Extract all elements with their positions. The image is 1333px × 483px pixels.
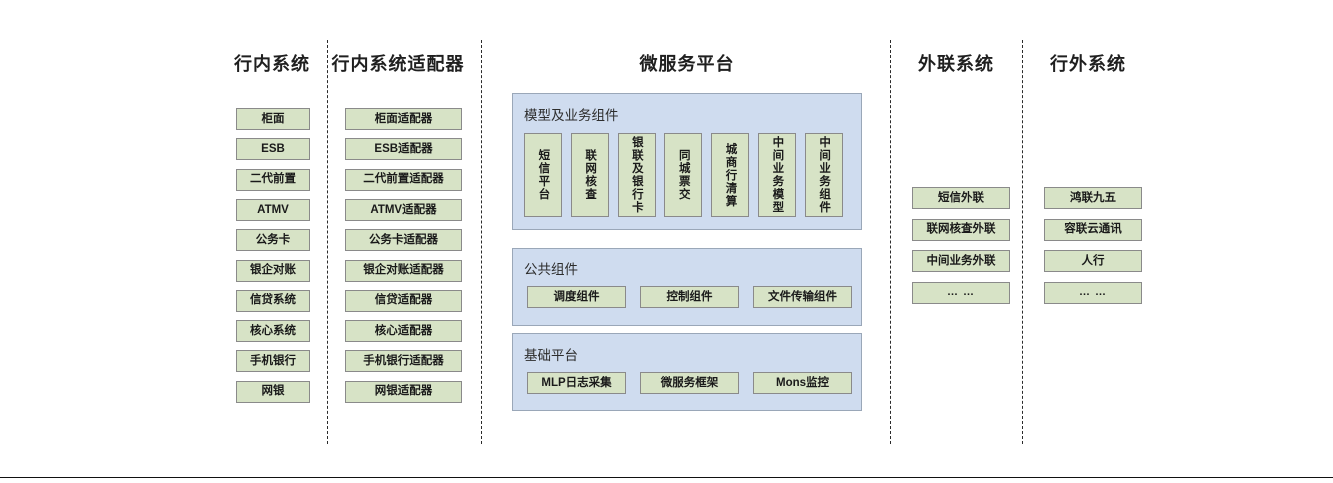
node-intra-bank-adapters-4[interactable]: 公务卡适配器 — [345, 229, 462, 252]
divider-2 — [481, 40, 482, 444]
divider-1 — [327, 40, 328, 444]
node-external-link-systems-2[interactable]: 中间业务外联 — [912, 250, 1010, 272]
node-model-business-components-0[interactable]: 短信平台 — [524, 133, 562, 217]
node-intra-bank-adapters-6[interactable]: 信贷适配器 — [345, 289, 462, 312]
bottom-rule — [0, 477, 1333, 478]
node-public-components-0[interactable]: 调度组件 — [527, 286, 626, 308]
node-intra-bank-adapters-3[interactable]: ATMV适配器 — [345, 198, 462, 221]
column-title-microservice-platform: 微服务平台 — [639, 54, 735, 74]
node-intra-bank-systems-1[interactable]: ESB — [236, 138, 310, 161]
node-base-platform-0[interactable]: MLP日志采集 — [527, 372, 626, 394]
node-off-bank-systems-3[interactable]: … … — [1044, 281, 1142, 304]
node-intra-bank-systems-6[interactable]: 信贷系统 — [236, 289, 310, 312]
node-model-business-components-3[interactable]: 同城票交 — [664, 133, 703, 217]
node-off-bank-systems-2[interactable]: 人行 — [1044, 250, 1142, 272]
node-off-bank-systems-0[interactable]: 鸿联九五 — [1044, 187, 1142, 209]
node-external-link-systems-1[interactable]: 联网核查外联 — [912, 218, 1010, 241]
panel-label-base-platform: 基础平台 — [524, 348, 578, 363]
node-external-link-systems-0[interactable]: 短信外联 — [912, 187, 1010, 209]
column-title-intra-bank-adapters: 行内系统适配器 — [331, 54, 465, 74]
node-public-components-1[interactable]: 控制组件 — [640, 286, 739, 308]
node-off-bank-systems-1[interactable]: 容联云通讯 — [1044, 218, 1142, 241]
node-intra-bank-systems-5[interactable]: 银企对账 — [236, 259, 310, 282]
node-model-business-components-6[interactable]: 中间业务组件 — [804, 133, 843, 217]
node-model-business-components-4[interactable]: 城商行清算 — [711, 133, 750, 217]
node-intra-bank-adapters-9[interactable]: 网银适配器 — [345, 380, 462, 403]
divider-4 — [1022, 40, 1023, 444]
node-intra-bank-systems-7[interactable]: 核心系统 — [236, 320, 310, 343]
node-intra-bank-systems-0[interactable]: 柜面 — [236, 108, 310, 130]
node-base-platform-2[interactable]: Mons监控 — [753, 372, 852, 394]
node-intra-bank-systems-9[interactable]: 网银 — [236, 380, 310, 403]
panel-label-public-components: 公共组件 — [524, 262, 578, 277]
column-title-intra-bank-systems: 行内系统 — [234, 54, 310, 74]
node-intra-bank-systems-8[interactable]: 手机银行 — [236, 350, 310, 373]
node-model-business-components-5[interactable]: 中间业务模型 — [758, 133, 796, 217]
node-external-link-systems-3[interactable]: … … — [912, 281, 1010, 304]
node-intra-bank-adapters-1[interactable]: ESB适配器 — [345, 138, 462, 161]
node-intra-bank-adapters-7[interactable]: 核心适配器 — [345, 320, 462, 343]
node-intra-bank-adapters-0[interactable]: 柜面适配器 — [345, 108, 462, 130]
divider-3 — [890, 40, 891, 444]
node-intra-bank-adapters-8[interactable]: 手机银行适配器 — [345, 350, 462, 373]
panel-label-model-business-components: 模型及业务组件 — [524, 108, 619, 123]
node-intra-bank-systems-4[interactable]: 公务卡 — [236, 229, 310, 252]
column-title-external-link-systems: 外联系统 — [918, 54, 994, 74]
node-model-business-components-1[interactable]: 联网核查 — [570, 133, 609, 217]
node-base-platform-1[interactable]: 微服务框架 — [640, 372, 739, 394]
node-public-components-2[interactable]: 文件传输组件 — [753, 286, 852, 308]
node-intra-bank-systems-3[interactable]: ATMV — [236, 198, 310, 221]
node-intra-bank-adapters-2[interactable]: 二代前置适配器 — [345, 168, 462, 191]
node-intra-bank-systems-2[interactable]: 二代前置 — [236, 168, 310, 191]
column-title-off-bank-systems: 行外系统 — [1050, 54, 1126, 74]
node-intra-bank-adapters-5[interactable]: 银企对账适配器 — [345, 259, 462, 282]
node-model-business-components-2[interactable]: 银联及银行卡 — [617, 133, 656, 217]
